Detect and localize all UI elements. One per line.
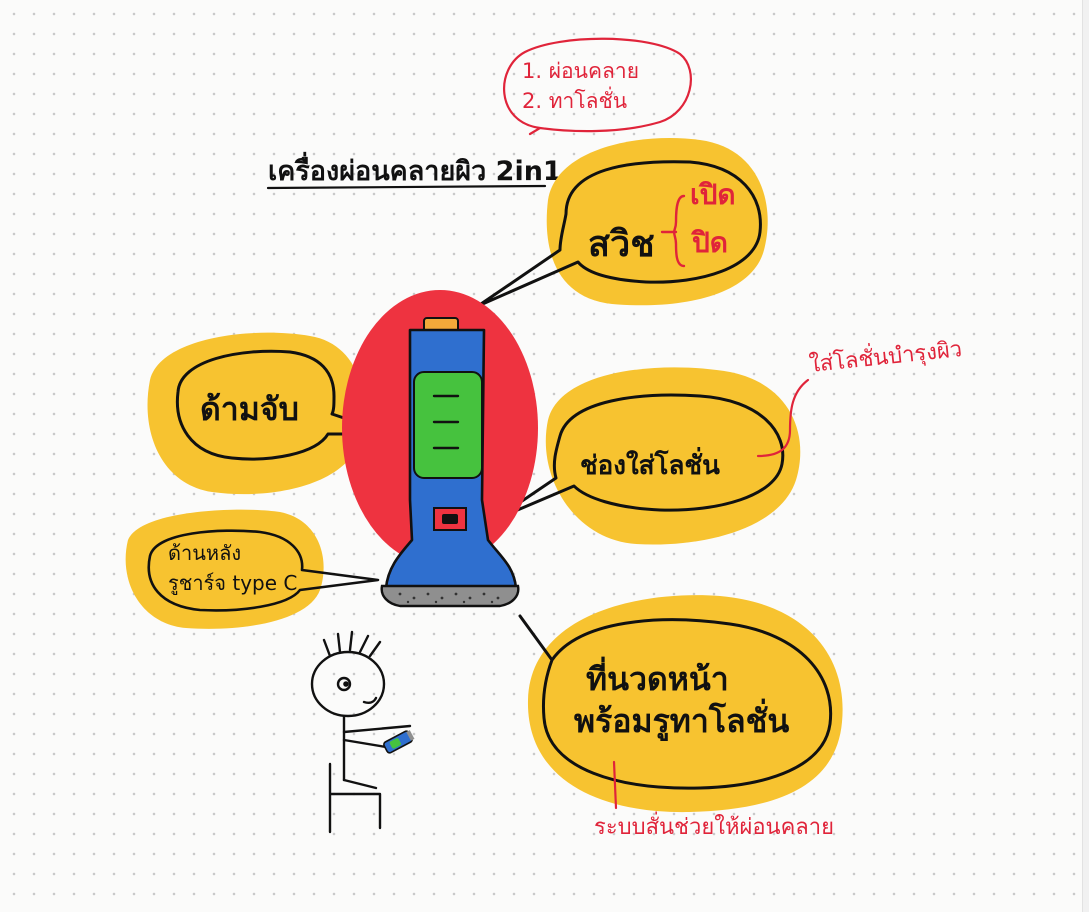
roller-label-line2: พร้อมรูทาโลชั่น bbox=[574, 698, 789, 742]
handle-bubble: ด้ามจับ bbox=[147, 332, 394, 495]
handle-label: ด้ามจับ bbox=[200, 390, 299, 428]
switch-option-on: เปิด bbox=[690, 178, 736, 211]
figure-pupil bbox=[343, 681, 349, 687]
roller-head bbox=[380, 584, 520, 608]
roller-annotation: ระบบสั่นช่วยให้ผ่อนคลาย bbox=[594, 811, 834, 840]
functions-note-outline bbox=[503, 37, 692, 136]
lotion-slot-bubble-outline bbox=[492, 393, 785, 522]
stick-figure bbox=[310, 630, 415, 834]
figure-eye bbox=[336, 676, 352, 692]
back-label-line1: ด้านหลัง bbox=[168, 541, 241, 565]
functions-note-line2: 2. ทาโลชั่น bbox=[522, 86, 627, 113]
page-title: เครื่องผ่อนคลายผิว 2in1 bbox=[268, 151, 562, 187]
switch-bubble: สวิช เปิด ปิด bbox=[476, 138, 768, 308]
back-bubble-fill bbox=[125, 509, 324, 629]
roller-dots bbox=[398, 592, 500, 604]
roller-bubble-fill bbox=[527, 595, 843, 813]
device-illustration bbox=[342, 290, 538, 608]
switch-bubble-fill bbox=[546, 138, 768, 306]
roller-label-line1: ที่นวดหน้า bbox=[586, 656, 729, 698]
functions-note: 1. ผ่อนคลาย 2. ทาโลชั่น bbox=[503, 37, 692, 136]
title-underline bbox=[266, 184, 547, 190]
back-label-line2: รูชาร์จ type C bbox=[168, 571, 297, 596]
switch-option-off: ปิด bbox=[690, 226, 728, 259]
figure-chair bbox=[328, 762, 382, 834]
back-bubble: ด้านหลัง รูชาร์จ type C bbox=[125, 509, 380, 629]
figure-head bbox=[310, 650, 386, 718]
functions-note-line1: 1. ผ่อนคลาย bbox=[522, 59, 639, 83]
back-bubble-outline bbox=[147, 529, 380, 612]
roller-bubble: ที่นวดหน้า พร้อมรูทาโลชั่น ระบบสั่นช่วยใ… bbox=[518, 595, 843, 840]
figure-hair bbox=[322, 630, 382, 658]
scrollbar-track[interactable] bbox=[1082, 0, 1089, 912]
handle-bubble-outline bbox=[175, 349, 394, 461]
figure-held-device bbox=[383, 730, 415, 754]
lotion-slot-annotation: ใส่โลชั่นบำรุงผิว bbox=[808, 333, 964, 378]
lotion-slot-hole bbox=[442, 514, 458, 524]
lotion-slot-label: ช่องใส่โลชั่น bbox=[580, 446, 720, 481]
device-grip bbox=[413, 371, 483, 479]
roller-connector bbox=[612, 760, 618, 810]
lotion-slot-connector bbox=[756, 378, 810, 458]
switch-bubble-outline bbox=[476, 160, 762, 308]
switch-brace bbox=[660, 194, 686, 268]
lotion-slot-bubble: ช่องใส่โลชั่น ใส่โลชั่นบำรุงผิว bbox=[492, 333, 964, 545]
figure-mouth bbox=[362, 696, 378, 704]
roller-bubble-outline bbox=[518, 614, 833, 790]
switch-label: สวิช bbox=[588, 224, 655, 265]
title-group: เครื่องผ่อนคลายผิว 2in1 bbox=[266, 151, 562, 190]
handle-bubble-fill bbox=[147, 332, 365, 495]
